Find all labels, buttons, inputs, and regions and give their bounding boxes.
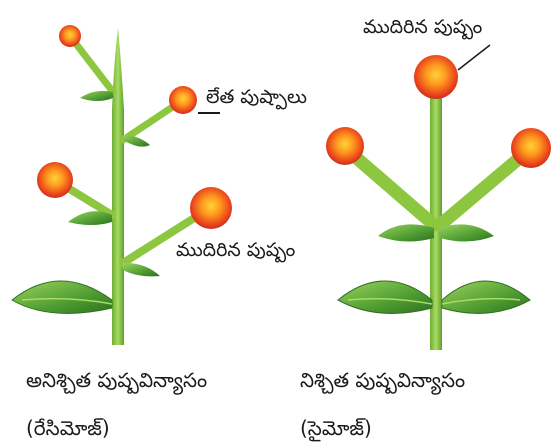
branch-left bbox=[345, 148, 434, 225]
cymose-plant bbox=[326, 55, 551, 350]
flower-racemose-young bbox=[169, 86, 197, 114]
node-bract-right bbox=[440, 224, 494, 241]
label-mature-flower-left: ముదిరిన పుష్పం bbox=[176, 241, 295, 260]
cymose-leaf-left bbox=[338, 281, 432, 313]
node-bract-left bbox=[378, 224, 434, 241]
bract-4 bbox=[123, 263, 160, 276]
flower-racemose-mature bbox=[190, 187, 232, 229]
label-mature-flower-right: ముదిరిన పుష్పం bbox=[363, 18, 482, 37]
racemose-main-stem bbox=[112, 28, 124, 345]
flower-cymose-right bbox=[511, 128, 551, 168]
subcaption-cymose: (సైమోజ్) bbox=[300, 418, 372, 438]
subcaption-racemose: (రేసిమోజ్) bbox=[26, 418, 110, 438]
mature-label-pointer bbox=[458, 45, 490, 70]
bract-2 bbox=[123, 135, 150, 147]
caption-racemose: అనిశ్చిత పుష్పవిన్యాసం bbox=[26, 370, 207, 390]
caption-cymose: నిశ్చిత పుష్పవిన్యాసం bbox=[300, 370, 465, 390]
flower-racemose-left bbox=[37, 162, 73, 198]
label-young-flowers: లేత పుష్పాలు bbox=[206, 88, 307, 107]
racemose-basal-leaf bbox=[12, 281, 112, 313]
bract-3 bbox=[68, 211, 112, 225]
cymose-leaf-right bbox=[442, 281, 530, 313]
flower-cymose-left bbox=[326, 127, 364, 165]
racemose-plant bbox=[12, 25, 232, 345]
branch-right bbox=[440, 150, 529, 225]
bract-1 bbox=[80, 91, 113, 101]
flower-racemose-top bbox=[59, 25, 81, 47]
flower-cymose-mature bbox=[414, 55, 458, 99]
